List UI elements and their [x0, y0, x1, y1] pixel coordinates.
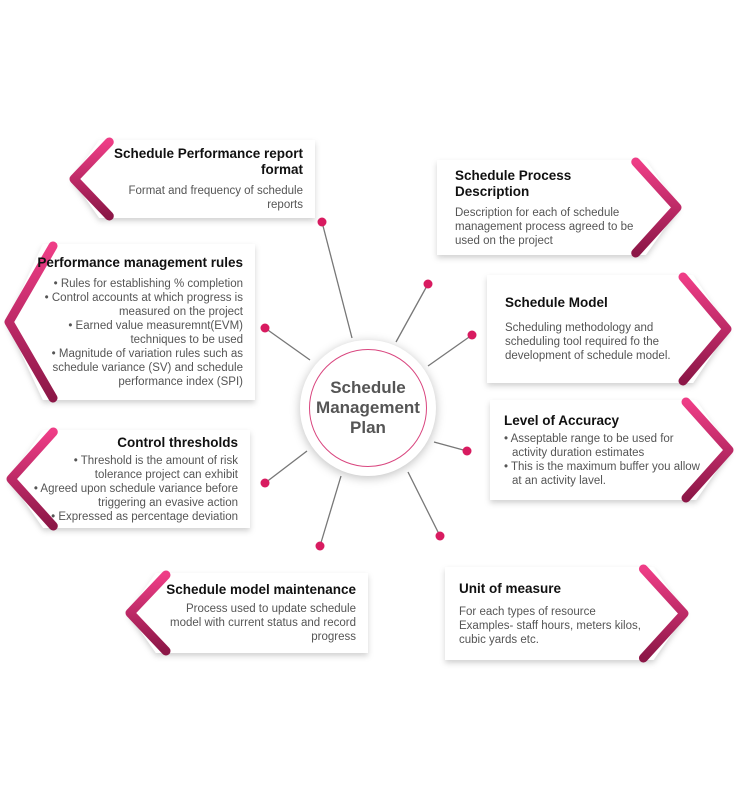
connector: [264, 327, 311, 361]
connector-dot: [317, 217, 327, 227]
card-chevron-shape: [490, 397, 734, 503]
card-description: Description for each of schedule managem…: [455, 206, 634, 247]
bullet-item: • Threshold is the amount of risk tolera…: [73, 454, 238, 481]
card-description: Format and frequency of schedule reports: [128, 185, 303, 211]
bullet-item: • Magnitude of variation rules such as s…: [51, 348, 243, 388]
card-title: Unit of measure: [459, 580, 562, 596]
card-chevron-shape: [6, 427, 250, 531]
connector-dot: [462, 446, 472, 456]
connector-dot: [315, 541, 325, 551]
connector: [321, 221, 353, 339]
bullet-item: • Control accounts at which progress is …: [44, 292, 243, 318]
card-chevron-shape: [487, 272, 732, 386]
connector: [433, 441, 468, 452]
card-description: Scheduling methodology and scheduling to…: [505, 322, 671, 362]
card-title: Schedule Performance report format: [113, 146, 303, 177]
card-unit-of-measure: Unit of measure For each types of resour…: [445, 564, 690, 663]
card-schedule-model-maintenance: Schedule model maintenance Process used …: [124, 570, 368, 656]
card-chevron-shape: [445, 564, 689, 663]
connector-dot: [260, 323, 270, 333]
connector-dot: [467, 330, 477, 340]
card-description: For each types of resource Examples- sta…: [459, 605, 641, 646]
connector: [427, 334, 473, 367]
card-chevron-shape: [437, 157, 682, 258]
bullet-item: • Asseptable range to be used for activi…: [504, 432, 674, 459]
card-title: Control thresholds: [117, 434, 238, 450]
connector: [319, 475, 342, 547]
connector-dot: [260, 478, 270, 488]
card-title: Performance management rules: [37, 255, 243, 270]
card-chevron-shape: [4, 241, 255, 403]
connector-dot: [423, 279, 433, 289]
card-level-of-accuracy: Level of Accuracy • Asseptable range to …: [490, 397, 735, 503]
card-chevron-shape: [69, 137, 315, 221]
card-schedule-performance-report-format: Schedule Performance report format Forma…: [68, 137, 315, 221]
card-title: Schedule Model: [505, 295, 608, 310]
connector-dot: [435, 531, 445, 541]
card-control-thresholds: Control thresholds • Threshold is the am…: [5, 427, 250, 531]
card-schedule-model: Schedule Model Scheduling methodology an…: [487, 272, 733, 386]
bullet-item: • Rules for establishing % completion: [53, 278, 243, 290]
card-description: Process used to update schedule model wi…: [169, 603, 356, 643]
card-performance-management-rules: Performance management rules • Rules for…: [3, 241, 255, 403]
card-title: Schedule model maintenance: [166, 582, 356, 597]
card-schedule-process-description: Schedule Process Description Description…: [437, 157, 683, 258]
connector: [395, 283, 429, 343]
bullet-item: • Earned value measuremnt(EVM) technique…: [68, 320, 243, 346]
bullet-item: • Expressed as percentage deviation: [51, 510, 238, 523]
card-title: Level of Accuracy: [504, 412, 620, 428]
connector: [264, 450, 308, 484]
card-title: Schedule Process Description: [455, 167, 572, 199]
bullet-item: • This is the maximum buffer you allow a…: [504, 460, 700, 487]
card-chevron-shape: [125, 570, 368, 656]
connector: [407, 471, 441, 537]
bullet-item: • Agreed upon schedule variance before t…: [33, 482, 238, 509]
